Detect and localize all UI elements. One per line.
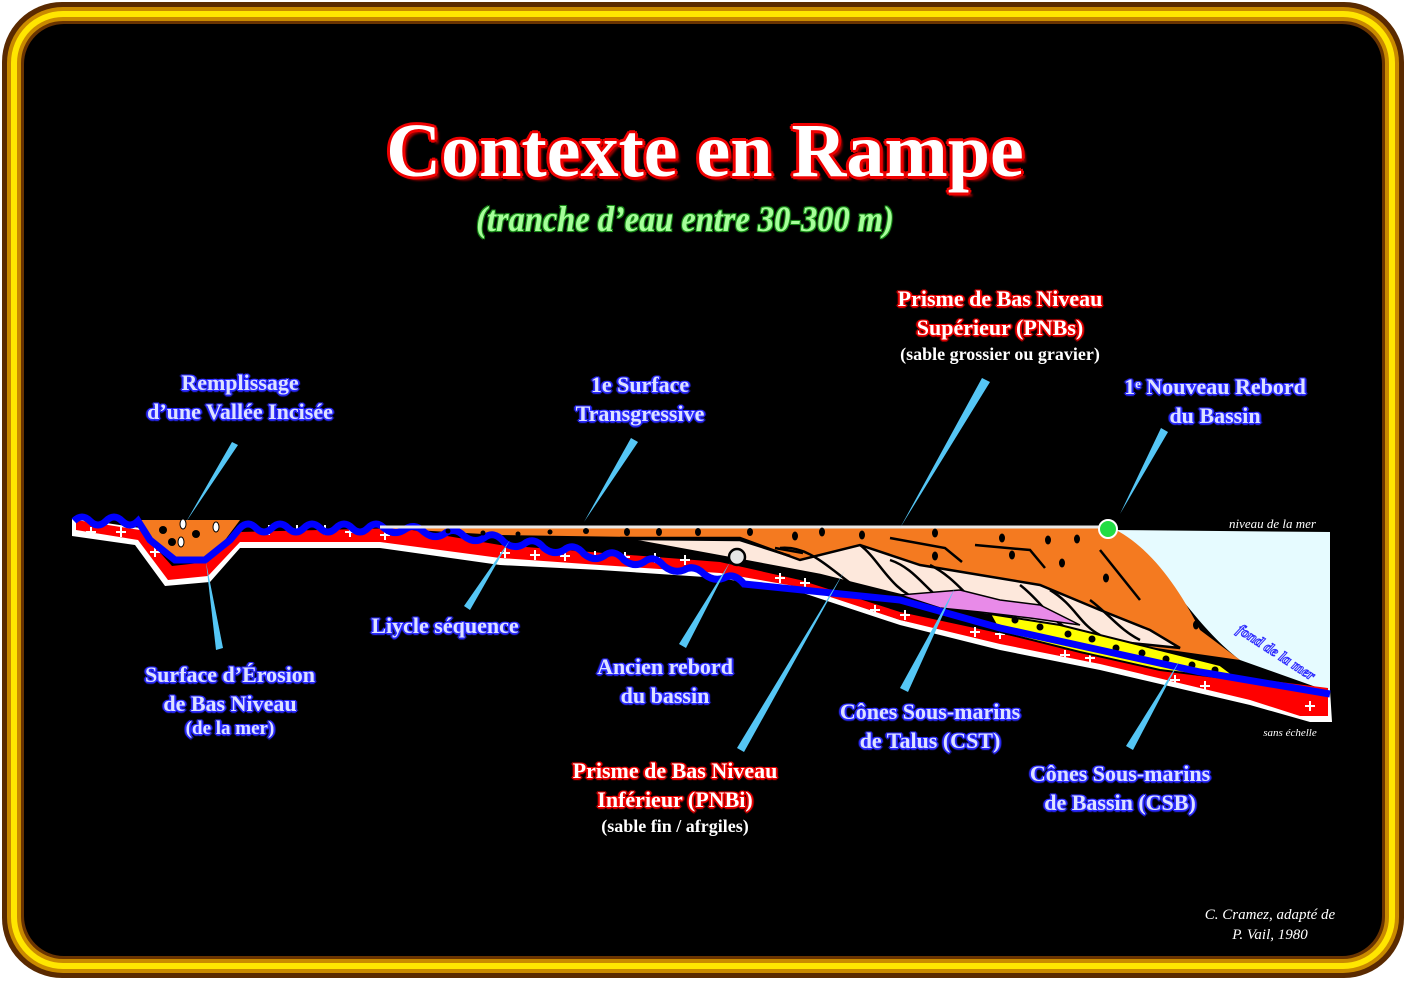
pointer-erosion bbox=[206, 562, 223, 650]
pointer-pnbi bbox=[737, 570, 845, 752]
erosion-line2: de Bas Niveau bbox=[163, 691, 297, 716]
new-shelf-edge-marker bbox=[1098, 519, 1118, 539]
cst-line2: de Talus (CST) bbox=[859, 728, 1001, 753]
black-panel bbox=[24, 24, 1382, 956]
pointer-cst bbox=[900, 588, 955, 692]
pointer-arrows bbox=[186, 378, 1180, 752]
transgressive-line2: Transgressive bbox=[575, 401, 705, 426]
slope-fan bbox=[899, 589, 1081, 626]
label-cst: Cônes Sous-marins de Talus (CST) bbox=[810, 697, 1050, 755]
credit: C. Cramez, adapté de P. Vail, 1980 bbox=[1170, 905, 1370, 945]
pointer-csb bbox=[1126, 660, 1180, 750]
erosion-surface bbox=[71, 513, 1331, 698]
erosion-line1: Surface d’Érosion bbox=[144, 662, 316, 687]
csb-line2: de Bassin (CSB) bbox=[1044, 790, 1196, 815]
csb-line1: Cônes Sous-marins bbox=[1029, 761, 1211, 786]
label-liycle: Liycle séquence bbox=[340, 611, 550, 640]
credit-line1: C. Cramez, adapté de bbox=[1204, 907, 1336, 923]
label-remplissage: Remplissage d’une Vallée Incisée bbox=[110, 368, 370, 426]
old-shelf-edge-marker bbox=[727, 547, 747, 567]
label-pnbs: Prisme de Bas Niveau Supérieur (PNBs) (s… bbox=[830, 284, 1170, 366]
sea-level-label: niveau de la mer bbox=[1228, 516, 1316, 531]
label-pnbi: Prisme de Bas Niveau Inférieur (PNBi) (s… bbox=[530, 756, 820, 838]
label-nouveau-rebord: 1e Nouveau Rebord du Bassin bbox=[1095, 372, 1335, 430]
page-subtitle: (tranche d’eau entre 30-300 m) bbox=[476, 199, 894, 239]
pnbs-line2: Supérieur (PNBs) bbox=[916, 315, 1084, 340]
ancien-line2: du bassin bbox=[620, 683, 710, 708]
no-scale-label: sans échelle bbox=[1263, 727, 1317, 739]
remplissage-line1: Remplissage bbox=[181, 370, 299, 395]
liycle-line1: Liycle séquence bbox=[371, 613, 519, 638]
pointer-liycle bbox=[464, 540, 510, 610]
ancien-line1: Ancien rebord bbox=[597, 654, 733, 679]
page-title: Contexte en Rampe bbox=[386, 109, 1024, 193]
erosion-note: (de la mer) bbox=[185, 718, 275, 739]
lower-lowstand-prism bbox=[619, 536, 1181, 650]
label-ancien-rebord: Ancien rebord du bassin bbox=[570, 652, 760, 710]
pointer-pnbs bbox=[900, 378, 990, 528]
pointer-nouveau bbox=[1120, 428, 1168, 514]
label-surface-transgressive: 1e Surface Transgressive bbox=[540, 370, 740, 428]
upper-prism-strokes bbox=[539, 536, 1141, 601]
valley-pebbles bbox=[159, 518, 220, 548]
label-csb: Cônes Sous-marins de Bassin (CSB) bbox=[1000, 759, 1240, 817]
pointer-remplissage bbox=[186, 442, 238, 522]
pnbs-note: (sable grossier ou gravier) bbox=[900, 344, 1100, 364]
upper-prism-pebbles bbox=[445, 527, 1199, 630]
pnbs-line1: Prisme de Bas Niveau bbox=[897, 286, 1103, 311]
sea-water bbox=[1110, 530, 1330, 692]
remplissage-line2: d’une Vallée Incisée bbox=[147, 399, 333, 424]
pnbi-line2: Inférieur (PNBi) bbox=[597, 787, 753, 812]
nouveau-rebord-line2: du Bassin bbox=[1169, 403, 1261, 428]
credit-line2: P. Vail, 1980 bbox=[1232, 927, 1308, 943]
transgressive-line1: 1e Surface bbox=[590, 372, 690, 397]
pnbi-note: (sable fin / afrgiles) bbox=[601, 816, 749, 836]
nouveau-rebord-line1: 1e Nouveau Rebord bbox=[1124, 374, 1306, 399]
pnbi-line1: Prisme de Bas Niveau bbox=[572, 758, 778, 783]
pointer-transgressive bbox=[584, 438, 638, 522]
cst-line1: Cônes Sous-marins bbox=[839, 699, 1021, 724]
label-erosion: Surface d’Érosion de Bas Niveau (de la m… bbox=[110, 660, 350, 740]
pointer-ancien bbox=[679, 562, 730, 648]
upper-lowstand-prism bbox=[380, 527, 1240, 660]
